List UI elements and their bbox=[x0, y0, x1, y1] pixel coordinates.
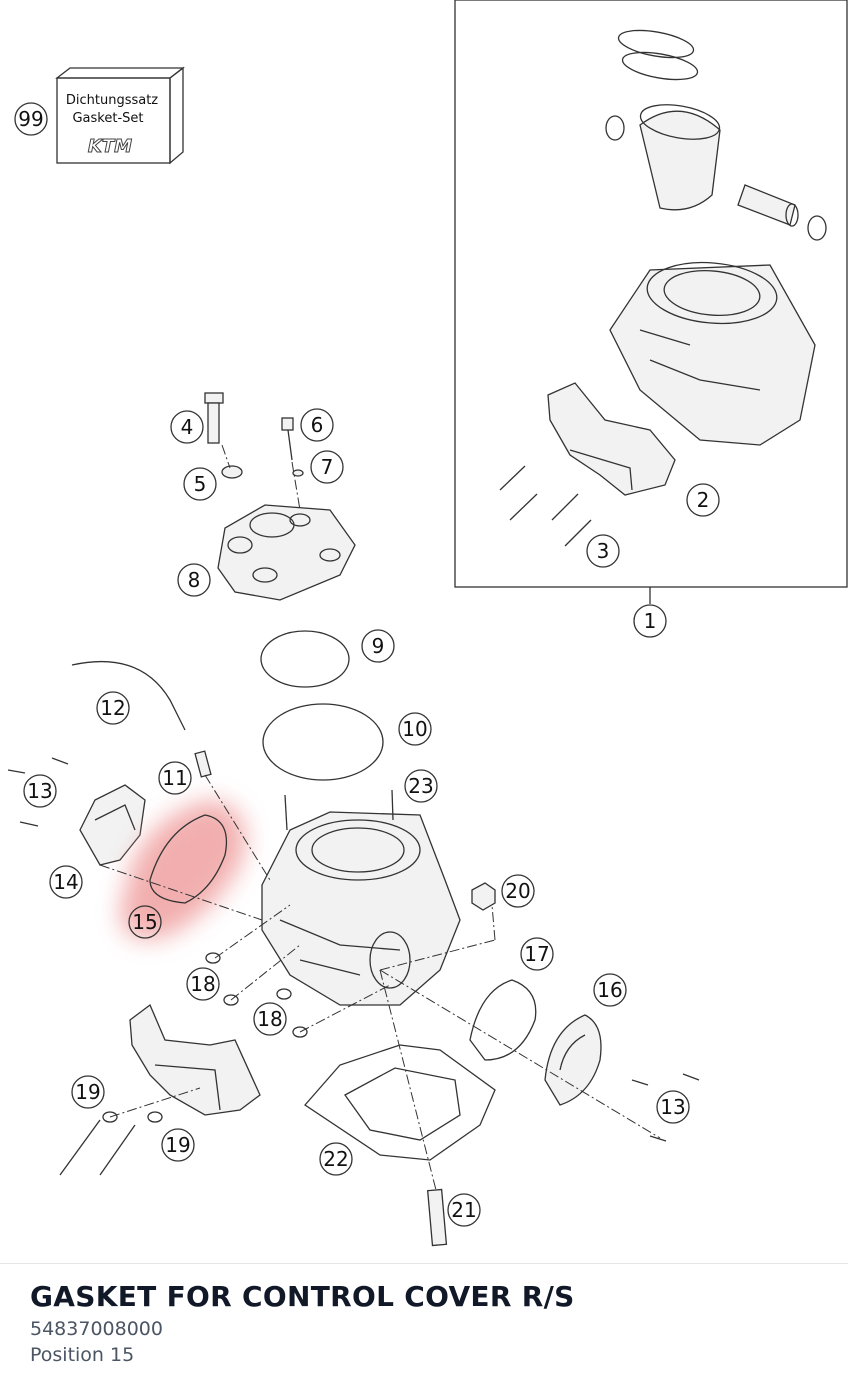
hose-nipple bbox=[194, 750, 212, 778]
stud-washer bbox=[292, 469, 304, 477]
head-washer bbox=[221, 465, 243, 479]
cylinder bbox=[261, 811, 461, 1006]
vent-hose bbox=[71, 661, 186, 731]
part-position: Position 15 bbox=[30, 1344, 135, 1366]
piston-pin bbox=[737, 184, 799, 227]
o-ring-10 bbox=[262, 703, 384, 781]
callout-13-right[interactable]: 13 bbox=[656, 1090, 690, 1124]
callout-22[interactable]: 22 bbox=[319, 1142, 353, 1176]
part-title: GASKET FOR CONTROL COVER R/S bbox=[30, 1280, 575, 1313]
callout-6[interactable]: 6 bbox=[300, 408, 334, 442]
exploded-parts-diagram: Dichtungssatz Gasket-Set KTM bbox=[7, 0, 848, 1247]
callout-14[interactable]: 14 bbox=[49, 865, 83, 899]
callout-17[interactable]: 17 bbox=[520, 937, 554, 971]
callout-1[interactable]: 1 bbox=[633, 604, 667, 638]
gasket-set-label-de: Dichtungssatz bbox=[66, 93, 158, 108]
callout-18-upper[interactable]: 18 bbox=[186, 967, 220, 1001]
svg-text:11: 11 bbox=[162, 766, 187, 790]
svg-text:99: 99 bbox=[18, 107, 43, 131]
head-bolt bbox=[204, 392, 224, 444]
svg-text:8: 8 bbox=[188, 568, 201, 592]
svg-text:16: 16 bbox=[597, 978, 622, 1002]
piston-rings bbox=[617, 29, 699, 81]
callout-19-upper[interactable]: 19 bbox=[71, 1075, 105, 1109]
svg-text:3: 3 bbox=[597, 539, 610, 563]
svg-text:10: 10 bbox=[402, 717, 427, 741]
cover-screws-right bbox=[631, 1073, 700, 1142]
callout-4[interactable]: 4 bbox=[170, 410, 204, 444]
svg-text:13: 13 bbox=[660, 1095, 685, 1119]
callout-16[interactable]: 16 bbox=[593, 973, 627, 1007]
callout-8[interactable]: 8 bbox=[177, 563, 211, 597]
o-ring-9 bbox=[260, 630, 350, 688]
part-number: 54837008000 bbox=[30, 1318, 163, 1340]
control-cover-right bbox=[544, 1014, 602, 1106]
svg-text:23: 23 bbox=[408, 774, 433, 798]
svg-text:22: 22 bbox=[323, 1147, 348, 1171]
svg-text:7: 7 bbox=[321, 455, 334, 479]
exhaust-nut bbox=[471, 882, 496, 911]
assembly-lines bbox=[99, 444, 661, 1191]
control-cover-gasket[interactable] bbox=[149, 814, 228, 904]
svg-text:18: 18 bbox=[190, 972, 215, 996]
callout-12[interactable]: 12 bbox=[96, 691, 130, 725]
callout-15-selected[interactable]: 15 bbox=[128, 905, 162, 939]
ktm-logo: KTM bbox=[88, 136, 132, 157]
callout-20[interactable]: 20 bbox=[501, 874, 535, 908]
callout-2[interactable]: 2 bbox=[686, 483, 720, 517]
piston-circlip-left bbox=[605, 115, 625, 141]
callout-11[interactable]: 11 bbox=[158, 761, 192, 795]
callout-19-lower[interactable]: 19 bbox=[161, 1128, 195, 1162]
control-cover-left bbox=[79, 784, 146, 866]
exhaust-flange bbox=[129, 1003, 261, 1116]
svg-text:14: 14 bbox=[53, 870, 78, 894]
control-cover-gasket-right bbox=[469, 979, 537, 1061]
exhaust-flange-in-kit bbox=[547, 382, 676, 496]
gasket-set-label-en: Gasket-Set bbox=[72, 111, 143, 126]
svg-text:2: 2 bbox=[697, 488, 710, 512]
spark-plug-stud bbox=[281, 417, 294, 461]
cylinder-in-kit bbox=[609, 261, 816, 446]
callout-7[interactable]: 7 bbox=[310, 450, 344, 484]
svg-text:12: 12 bbox=[100, 696, 125, 720]
piston bbox=[639, 104, 721, 211]
svg-text:4: 4 bbox=[181, 415, 194, 439]
svg-text:18: 18 bbox=[257, 1007, 282, 1031]
svg-text:19: 19 bbox=[165, 1133, 190, 1157]
svg-text:1: 1 bbox=[644, 609, 657, 633]
callout-21[interactable]: 21 bbox=[447, 1193, 481, 1227]
svg-text:20: 20 bbox=[505, 879, 530, 903]
callout-3[interactable]: 3 bbox=[586, 534, 620, 568]
svg-text:5: 5 bbox=[194, 472, 207, 496]
flange-screws bbox=[59, 1119, 136, 1176]
callout-99[interactable]: 99 bbox=[14, 102, 48, 136]
cylinder-head bbox=[217, 504, 356, 601]
callout-10[interactable]: 10 bbox=[398, 712, 432, 746]
flange-clips bbox=[102, 1111, 163, 1123]
callout-13-left[interactable]: 13 bbox=[23, 774, 57, 808]
svg-text:9: 9 bbox=[372, 634, 385, 658]
svg-text:13: 13 bbox=[27, 779, 52, 803]
svg-text:6: 6 bbox=[311, 413, 324, 437]
svg-text:17: 17 bbox=[524, 942, 549, 966]
piston-circlip-right bbox=[807, 215, 827, 241]
callout-5[interactable]: 5 bbox=[183, 467, 217, 501]
cylinder-base-gasket bbox=[304, 1044, 496, 1161]
callout-18-lower[interactable]: 18 bbox=[253, 1002, 287, 1036]
callout-9[interactable]: 9 bbox=[361, 629, 395, 663]
cylinder-kit-frame[interactable] bbox=[454, 0, 848, 604]
svg-text:15: 15 bbox=[132, 910, 157, 934]
part-info-panel: GASKET FOR CONTROL COVER R/S 54837008000… bbox=[0, 1263, 848, 1391]
cover-screws-left bbox=[7, 757, 69, 827]
callout-23[interactable]: 23 bbox=[404, 769, 438, 803]
svg-text:19: 19 bbox=[75, 1080, 100, 1104]
svg-text:21: 21 bbox=[451, 1198, 476, 1222]
dowel-sleeve bbox=[426, 1188, 448, 1247]
selected-part-highlight bbox=[120, 800, 246, 940]
cylinder-studs bbox=[284, 789, 394, 831]
small-o-rings bbox=[205, 952, 308, 1038]
gasket-set-box[interactable]: Dichtungssatz Gasket-Set KTM bbox=[55, 66, 185, 165]
cylinder-kit-screws bbox=[499, 465, 592, 547]
